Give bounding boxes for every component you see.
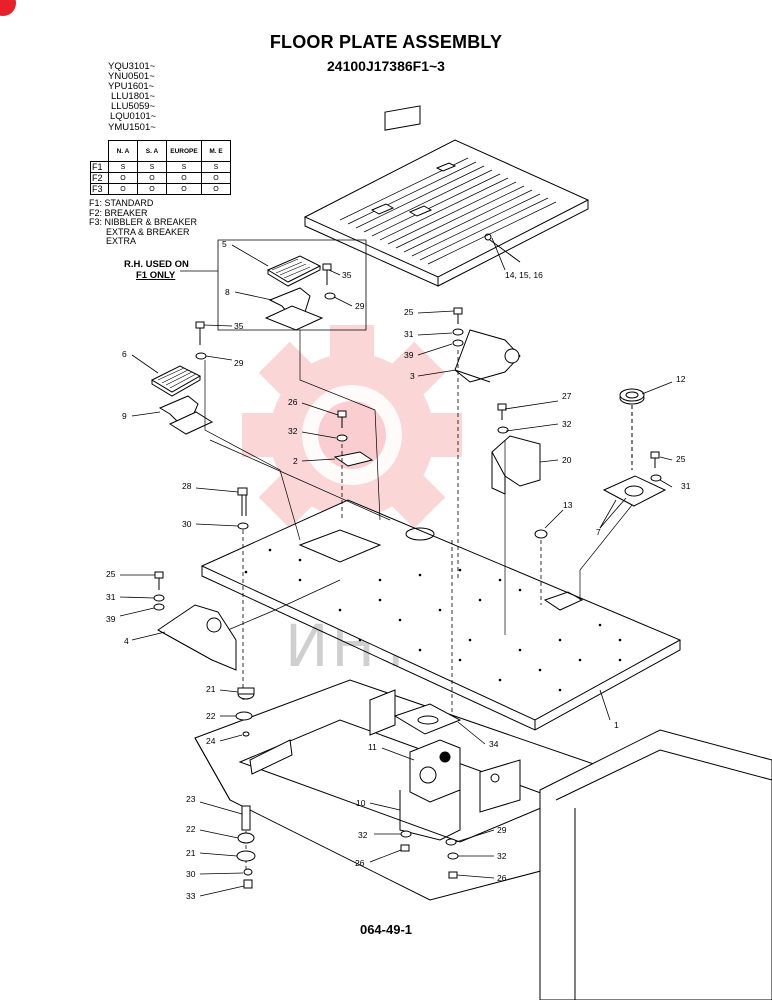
callout-33: 33 [186,891,196,901]
serial-number: LLU5059~ [111,101,156,113]
callout-25: 25 [676,454,686,464]
rh-note: R.H. USED ON F1 ONLY [124,259,189,281]
option-legend: F1: STANDARD F2: BREAKER F3: NIBBLER & B… [89,198,198,247]
callout-1: 1 [614,720,619,730]
callout-2: 2 [293,456,298,466]
callout-32: 32 [358,830,368,840]
callout-10: 10 [356,798,366,808]
legend-line: EXTRA & BREAKER [106,226,190,237]
leader-lines [204,330,633,635]
pedal-inset-box [217,239,367,331]
legend-line: F2: BREAKER [89,207,148,218]
serial-number: LLU1801~ [111,91,156,103]
rh-note-line: R.H. USED ON [124,259,189,270]
callout-9: 9 [122,411,127,421]
callout-6: 6 [122,349,127,359]
bolt-25-top [453,307,463,324]
page-title: FLOOR PLATE ASSEMBLY [269,32,503,52]
callout-13: 13 [563,500,573,510]
part-number: 24100J17386F1~3 [327,58,445,74]
callout-7: 7 [596,527,601,537]
bracket-3 [454,329,521,383]
bracket-20 [491,435,541,495]
page-footer: 064-49-1 [359,922,413,937]
serial-number: YPU1601~ [108,81,155,93]
row-label: F3 [90,183,109,195]
callout-29: 29 [497,825,507,835]
rh-note-line: F1 ONLY [136,270,176,281]
callout-28: 28 [182,481,192,491]
callout-31: 31 [404,329,414,339]
bracket-10 [399,790,461,841]
callout-29: 29 [234,358,244,368]
table-cell: O [201,183,231,195]
serial-number: YQU3101~ [108,61,156,72]
callout-5: 5 [222,239,227,249]
legend-line: EXTRA [106,236,137,247]
callout-29: 29 [355,301,365,311]
callout-21: 21 [186,848,196,858]
serial-number: YNU0501~ [108,71,155,83]
grommet-12 [619,388,645,405]
bracket-2 [333,451,374,467]
callout-22: 22 [206,711,216,721]
callout-12: 12 [676,374,686,384]
callout-3: 3 [410,371,415,381]
bolt-35-left [195,321,205,345]
serial-number-list: YQU3101~ YNU0501~ YPU1601~ LLU1801~ LLU5… [108,61,157,133]
callout-27: 27 [562,391,572,401]
cab-post [539,729,772,1000]
callout-26: 26 [355,858,365,868]
callout-30: 30 [182,519,192,529]
floor-mat [303,105,590,287]
valve-11 [409,739,461,803]
pedal-pad-5 [266,255,322,287]
callout-39: 39 [404,350,414,360]
callout-11: 11 [368,742,377,752]
serial-number: LQU0101~ [110,111,157,123]
callout-14-15-16: 14, 15, 16 [505,270,543,280]
bracket-4 [157,604,237,671]
callout-25: 25 [106,569,116,579]
callout-4: 4 [124,636,129,646]
pedal-bracket-8 [264,287,324,331]
pedal-bracket-9 [158,395,214,435]
corner-mark [0,0,16,16]
callout-34: 34 [489,739,499,749]
legend-line: F3: NIBBLER & BREAKER [89,217,198,228]
pedal-pad-6 [150,365,202,397]
callout-32: 32 [497,851,507,861]
callout-26: 26 [497,873,507,883]
callout-23: 23 [186,794,196,804]
callout-31: 31 [681,481,691,491]
callout-39: 39 [106,614,116,624]
callout-25: 25 [404,307,414,317]
options-table: N. A S. A EUROPE M. E F1 S S S S F2 O O … [90,140,231,195]
callout-22: 22 [186,824,196,834]
callout-30: 30 [186,869,196,879]
bolt-35-inset [322,263,332,285]
callout-8: 8 [225,287,230,297]
legend-line: F1: STANDARD [89,198,154,208]
callout-35: 35 [234,321,244,331]
callout-35: 35 [342,270,352,280]
callout-32: 32 [562,419,572,429]
callout-20: 20 [562,455,572,465]
table-row: F3 O O O O [90,183,231,195]
callout-26: 26 [288,397,298,407]
callout-21: 21 [206,684,216,694]
serial-number: YMU1501~ [108,121,156,133]
callout-24: 24 [206,736,216,746]
callout-32: 32 [288,426,298,436]
plate-34 [393,703,462,735]
floor-plate-1 [200,499,682,731]
table-cell: O [137,183,167,195]
mount-stack [235,687,256,889]
callout-31: 31 [106,592,116,602]
